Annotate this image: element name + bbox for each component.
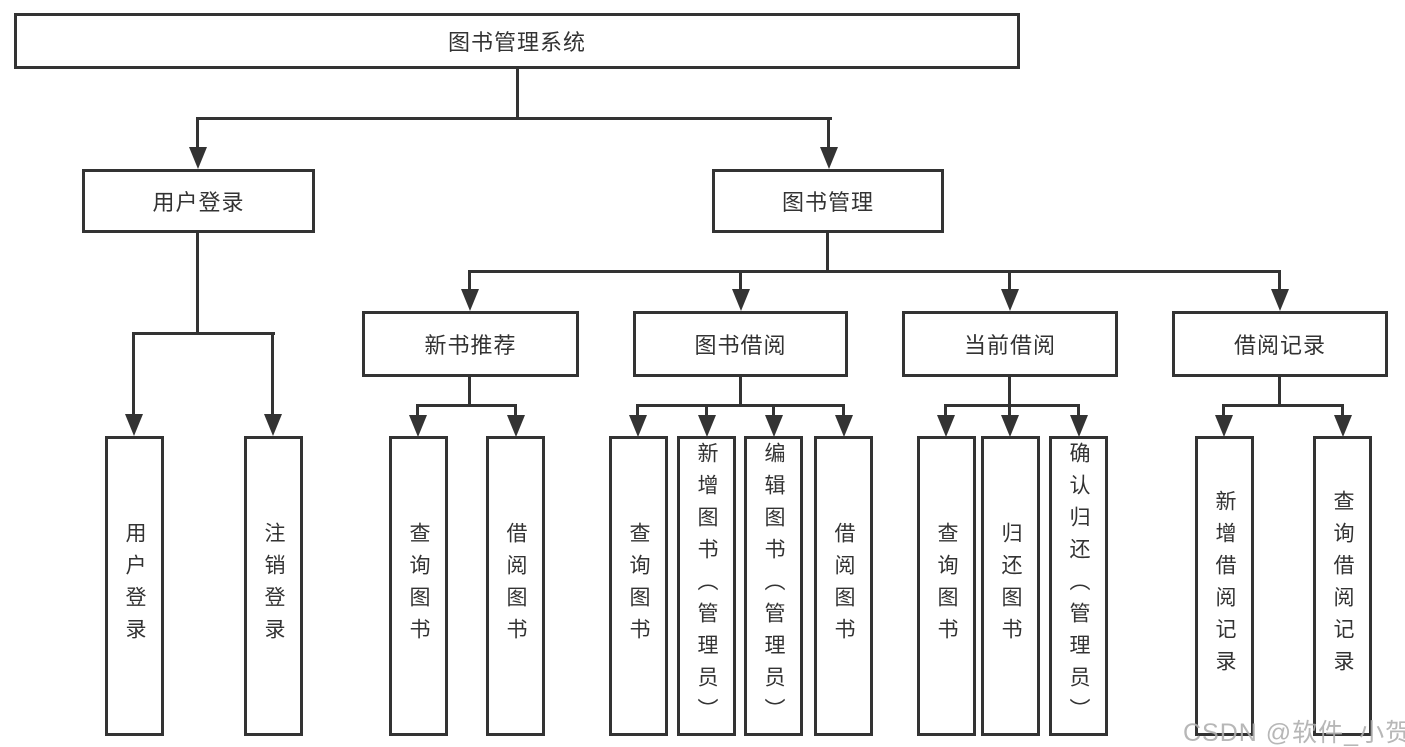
arrowhead-down-icon [125,414,143,436]
arrowhead-down-icon [1001,415,1019,437]
leaf-logout-label: 注销登录 [262,522,285,650]
connector-arrow-shaft [705,406,708,417]
arrowhead-down-icon [1001,289,1019,311]
node-current-borrow-label: 当前借阅 [963,333,1056,358]
node-current-borrow: 当前借阅 [902,311,1118,377]
connector-borrow-stem [739,376,742,407]
arrowhead-down-icon [765,415,783,437]
leaf-logout: 注销登录 [244,436,303,736]
connector-arrow-shaft [944,406,947,417]
node-borrow-record: 借阅记录 [1172,311,1388,377]
leaf-borrow-query-label: 查询图书 [627,522,650,650]
connector-arrow-shaft [132,334,135,416]
leaf-current-return-label: 归还图书 [999,522,1022,650]
node-book-mgmt-label: 图书管理 [781,190,874,215]
connector-arrow-shaft [772,406,775,417]
node-book-borrow: 图书借阅 [633,311,848,377]
leaf-borrow-edit-label: 编辑图书（管理员） [762,442,785,730]
arrowhead-down-icon [1271,289,1289,311]
leaf-borrow-borrow: 借阅图书 [814,436,873,736]
arrowhead-down-icon [409,415,427,437]
connector-newbook-bar [416,404,517,407]
connector-arrow-shaft [636,406,639,417]
connector-records-bar [1222,404,1344,407]
leaf-current-return: 归还图书 [981,436,1040,736]
connector-arrow-shaft [468,272,471,291]
connector-arrow-shaft [196,119,199,149]
connector-arrow-shaft [1008,272,1011,291]
leaf-newbook-borrow: 借阅图书 [486,436,545,736]
connector-newbook-stem [468,376,471,407]
leaf-borrow-add: 新增图书（管理员） [677,436,736,736]
connector-arrow-shaft [1278,272,1281,291]
connector-current-bar [944,404,1080,407]
leaf-borrow-query: 查询图书 [609,436,668,736]
connector-records-stem [1278,376,1281,407]
leaf-newbook-query-label: 查询图书 [407,522,430,650]
node-root-label: 图书管理系统 [447,30,586,55]
leaf-current-query-label: 查询图书 [935,522,958,650]
leaf-record-query-label: 查询借阅记录 [1331,490,1354,682]
leaf-borrow-add-label: 新增图书（管理员） [695,442,718,730]
connector-userlogin-stem [196,232,199,335]
leaf-current-confirm-label: 确认归还（管理员） [1067,442,1090,730]
leaf-record-add: 新增借阅记录 [1195,436,1254,736]
connector-arrow-shaft [1341,406,1344,417]
node-new-book-rec-label: 新书推荐 [424,333,517,358]
node-user-login: 用户登录 [82,169,315,233]
connector-arrow-shaft [1222,406,1225,417]
arrowhead-down-icon [461,289,479,311]
arrowhead-down-icon [629,415,647,437]
leaf-newbook-query: 查询图书 [389,436,448,736]
node-new-book-rec: 新书推荐 [362,311,579,377]
connector-arrow-shaft [842,406,845,417]
connector-bookmgmt-bar [468,270,1281,273]
connector-root-bar [196,117,832,120]
leaf-borrow-borrow-label: 借阅图书 [832,522,855,650]
connector-current-stem [1008,376,1011,407]
leaf-user-login-label: 用户登录 [123,522,146,650]
node-user-login-label: 用户登录 [152,190,245,215]
leaf-user-login: 用户登录 [105,436,164,736]
node-book-borrow-label: 图书借阅 [694,333,787,358]
node-book-mgmt: 图书管理 [712,169,944,233]
connector-root-stem [516,68,519,119]
arrowhead-down-icon [507,415,525,437]
connector-userlogin-bar [132,332,275,335]
leaf-current-query: 查询图书 [917,436,976,736]
watermark: CSDN @软件_小贺同学 [1183,719,1405,747]
arrowhead-down-icon [820,147,838,169]
leaf-newbook-borrow-label: 借阅图书 [504,522,527,650]
connector-arrow-shaft [739,272,742,291]
connector-arrow-shaft [514,406,517,417]
arrowhead-down-icon [264,414,282,436]
connector-arrow-shaft [271,334,274,416]
arrowhead-down-icon [698,415,716,437]
connector-bookmgmt-stem [826,232,829,273]
connector-arrow-shaft [416,406,419,417]
arrowhead-down-icon [937,415,955,437]
leaf-borrow-edit: 编辑图书（管理员） [744,436,803,736]
arrowhead-down-icon [1334,415,1352,437]
arrowhead-down-icon [835,415,853,437]
connector-arrow-shaft [1077,406,1080,417]
connector-borrow-bar [636,404,845,407]
arrowhead-down-icon [1070,415,1088,437]
arrowhead-down-icon [189,147,207,169]
leaf-record-add-label: 新增借阅记录 [1213,490,1236,682]
leaf-current-confirm: 确认归还（管理员） [1049,436,1108,736]
node-root: 图书管理系统 [14,13,1020,69]
leaf-record-query: 查询借阅记录 [1313,436,1372,736]
connector-arrow-shaft [1008,406,1011,417]
node-borrow-record-label: 借阅记录 [1233,333,1326,358]
connector-arrow-shaft [827,119,830,149]
arrowhead-down-icon [732,289,750,311]
arrowhead-down-icon [1215,415,1233,437]
